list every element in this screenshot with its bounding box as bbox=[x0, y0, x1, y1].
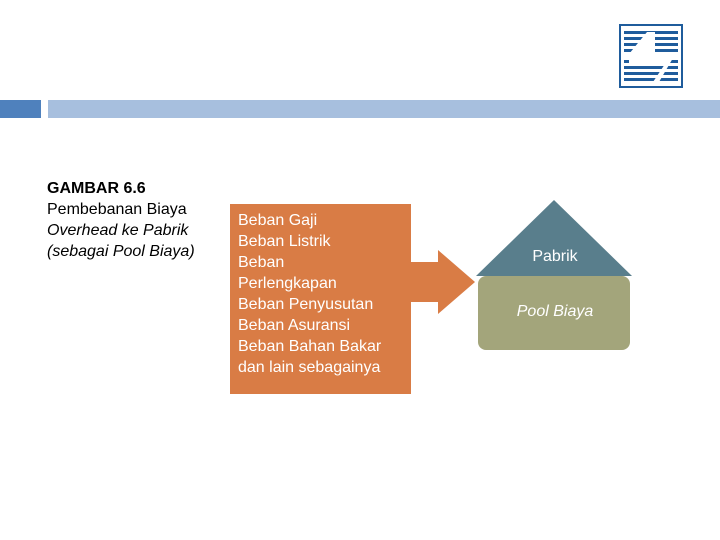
figure-title-line2: Overhead ke Pabrik bbox=[47, 222, 189, 239]
header-rule bbox=[48, 100, 720, 118]
cost-item: Perlengkapan bbox=[238, 275, 337, 292]
cost-item: Beban Penyusutan bbox=[238, 296, 374, 313]
accent-square bbox=[0, 100, 41, 118]
factory-roof bbox=[476, 200, 632, 276]
figure-number: GAMBAR 6.6 bbox=[47, 180, 146, 197]
overhead-cost-list: Beban Gaji Beban Listrik Beban Perlengka… bbox=[238, 210, 410, 378]
factory-label: Pabrik bbox=[532, 248, 578, 265]
cost-pool-label: Pool Biaya bbox=[516, 303, 594, 320]
cost-item: dan lain sebagainya bbox=[238, 359, 381, 376]
figure-caption: GAMBAR 6.6 Pembebanan Biaya Overhead ke … bbox=[47, 178, 237, 262]
factory-house-shape bbox=[476, 200, 632, 350]
cost-item: Beban bbox=[238, 254, 285, 271]
cost-item: Beban Gaji bbox=[238, 212, 318, 229]
figure-title-line1: Pembebanan Biaya bbox=[47, 201, 187, 218]
right-arrow-icon bbox=[411, 250, 475, 314]
cost-item: Beban Listrik bbox=[238, 233, 331, 250]
publisher-logo-icon bbox=[619, 24, 683, 88]
cost-item: Beban Bahan Bakar bbox=[238, 338, 382, 355]
cost-item: Beban Asuransi bbox=[238, 317, 351, 334]
factory-body bbox=[478, 276, 630, 350]
figure-title-line3: (sebagai Pool Biaya) bbox=[47, 243, 195, 260]
overhead-cost-box bbox=[230, 204, 411, 394]
